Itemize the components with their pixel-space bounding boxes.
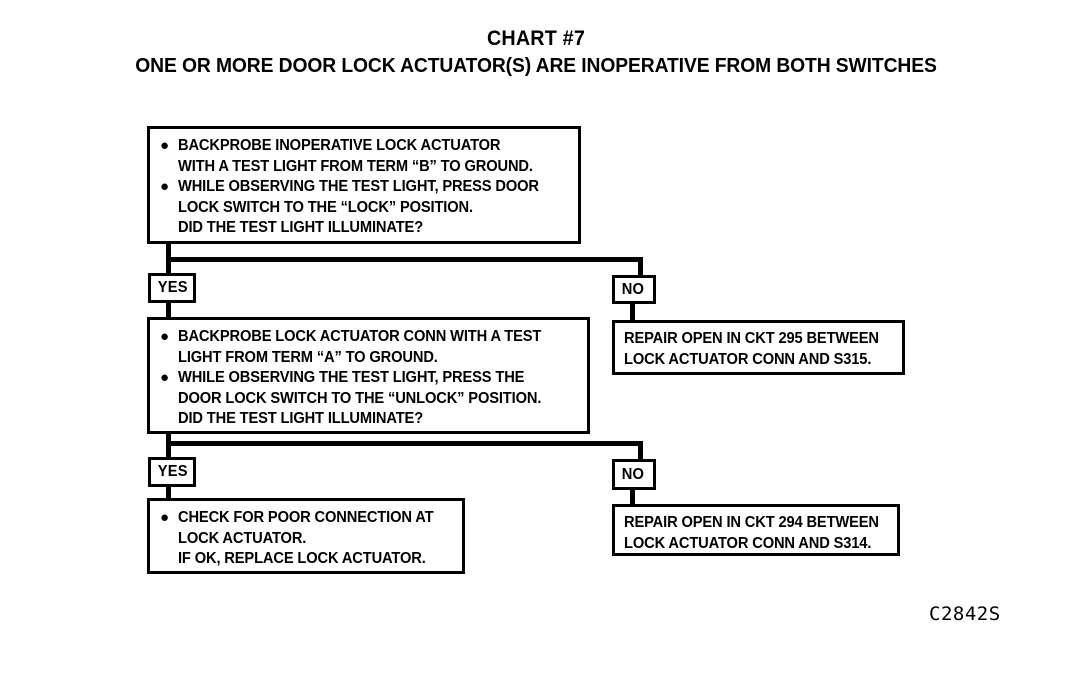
step2-text-4: DID THE TEST LIGHT ILLUMINATE? [178, 410, 424, 427]
step1-text-2: WHILE OBSERVING THE TEST LIGHT, PRESS DO… [178, 178, 539, 195]
branch-no-1-label: NO [621, 280, 645, 298]
repair-294-content: REPAIR OPEN IN CKT 294 BETWEEN LOCK ACTU… [615, 507, 897, 560]
step2-text-1: LIGHT FROM TERM “A” TO GROUND. [178, 348, 438, 366]
chart-code: C2842S [929, 603, 1001, 625]
connector-no1-drop [638, 257, 643, 277]
bullet-icon: ● [160, 369, 170, 386]
result-left-line-0: ● CHECK FOR POOR CONNECTION AT [158, 508, 456, 529]
connector-step1-bus [166, 257, 643, 262]
step1-text-1: WITH A TEST LIGHT FROM TERM “B” TO GROUN… [178, 157, 533, 175]
step1-content: ● BACKPROBE INOPERATIVE LOCK ACTUATOR WI… [150, 129, 578, 245]
connector-step1-stub [166, 244, 171, 262]
step2-line-1: LIGHT FROM TERM “A” TO GROUND. [158, 348, 581, 369]
connector-yes1-drop [166, 257, 171, 275]
bullet-spacer [158, 389, 178, 410]
branch-yes-2-label: YES [157, 463, 188, 480]
step1-text-0: BACKPROBE INOPERATIVE LOCK ACTUATOR [178, 137, 501, 154]
step1-line-2: ● WHILE OBSERVING THE TEST LIGHT, PRESS … [158, 177, 572, 198]
repair-295-content: REPAIR OPEN IN CKT 295 BETWEEN LOCK ACTU… [615, 323, 902, 376]
connector-no2-drop [638, 441, 643, 461]
step2-line-4: DID THE TEST LIGHT ILLUMINATE? [158, 409, 581, 430]
connector-no1-to-repair295 [630, 304, 635, 320]
repair-294-box: REPAIR OPEN IN CKT 294 BETWEEN LOCK ACTU… [612, 504, 900, 556]
bullet-spacer [158, 348, 178, 369]
step1-line-4: DID THE TEST LIGHT ILLUMINATE? [158, 218, 572, 239]
branch-no-1[interactable]: NO [612, 275, 656, 304]
step2-text-3: DOOR LOCK SWITCH TO THE “UNLOCK” POSITIO… [178, 389, 542, 407]
repair-295-box: REPAIR OPEN IN CKT 295 BETWEEN LOCK ACTU… [612, 320, 905, 375]
bullet-spacer [158, 198, 178, 219]
repair-294-text-1: LOCK ACTUATOR CONN AND S314. [624, 534, 872, 552]
connector-yes1-to-step2 [166, 303, 171, 318]
step2-line-3: DOOR LOCK SWITCH TO THE “UNLOCK” POSITIO… [158, 389, 581, 410]
result-left-line-1: LOCK ACTUATOR. [158, 529, 456, 550]
connector-yes2-to-result [166, 487, 171, 500]
bullet-icon: ● [160, 178, 170, 195]
connector-step2-stub [166, 434, 171, 446]
step1-line-3: LOCK SWITCH TO THE “LOCK” POSITION. [158, 198, 572, 219]
branch-yes-1-label: YES [157, 279, 188, 296]
bullet-icon: ● [160, 137, 170, 154]
step1-line-1: WITH A TEST LIGHT FROM TERM “B” TO GROUN… [158, 157, 572, 178]
chart-heading: CHART #7 ONE OR MORE DOOR LOCK ACTUATOR(… [0, 26, 1072, 79]
bullet-spacer [158, 409, 178, 430]
bullet-icon: ● [160, 509, 170, 526]
repair-295-text-1: LOCK ACTUATOR CONN AND S315. [624, 350, 872, 368]
repair-295-line-1: LOCK ACTUATOR CONN AND S315. [624, 350, 896, 371]
step2-box: ● BACKPROBE LOCK ACTUATOR CONN WITH A TE… [147, 317, 590, 434]
step2-line-2: ● WHILE OBSERVING THE TEST LIGHT, PRESS … [158, 368, 581, 389]
result-left-text-2: IF OK, REPLACE LOCK ACTUATOR. [178, 550, 426, 567]
repair-295-line-0: REPAIR OPEN IN CKT 295 BETWEEN [624, 329, 896, 350]
result-left-text-0: CHECK FOR POOR CONNECTION AT [178, 509, 434, 526]
connector-yes2-drop [166, 441, 171, 459]
step2-text-0: BACKPROBE LOCK ACTUATOR CONN WITH A TEST [178, 328, 542, 345]
step1-box: ● BACKPROBE INOPERATIVE LOCK ACTUATOR WI… [147, 126, 581, 244]
result-left-box: ● CHECK FOR POOR CONNECTION AT LOCK ACTU… [147, 498, 465, 574]
bullet-spacer [158, 529, 178, 550]
bullet-icon: ● [160, 328, 170, 345]
result-left-content: ● CHECK FOR POOR CONNECTION AT LOCK ACTU… [150, 501, 462, 576]
chart-subtitle: ONE OR MORE DOOR LOCK ACTUATOR(S) ARE IN… [135, 54, 937, 77]
step2-line-0: ● BACKPROBE LOCK ACTUATOR CONN WITH A TE… [158, 327, 581, 348]
branch-yes-2[interactable]: YES [148, 457, 196, 487]
bullet-spacer [158, 157, 178, 178]
step1-text-3: LOCK SWITCH TO THE “LOCK” POSITION. [178, 198, 473, 216]
step1-text-4: DID THE TEST LIGHT ILLUMINATE? [178, 219, 424, 236]
connector-step2-bus [166, 441, 643, 446]
repair-294-line-0: REPAIR OPEN IN CKT 294 BETWEEN [624, 513, 891, 534]
chart-title: CHART #7 [486, 27, 586, 50]
bullet-spacer [158, 549, 178, 570]
step1-line-0: ● BACKPROBE INOPERATIVE LOCK ACTUATOR [158, 136, 572, 157]
step2-content: ● BACKPROBE LOCK ACTUATOR CONN WITH A TE… [150, 320, 587, 436]
branch-yes-1[interactable]: YES [148, 273, 196, 303]
branch-no-2-label: NO [621, 465, 645, 483]
bullet-spacer [158, 218, 178, 239]
repair-294-line-1: LOCK ACTUATOR CONN AND S314. [624, 534, 891, 555]
step2-text-2: WHILE OBSERVING THE TEST LIGHT, PRESS TH… [178, 369, 525, 386]
branch-no-2[interactable]: NO [612, 459, 656, 490]
connector-no2-to-repair294 [630, 490, 635, 504]
result-left-line-2: IF OK, REPLACE LOCK ACTUATOR. [158, 549, 456, 570]
repair-294-text-0: REPAIR OPEN IN CKT 294 BETWEEN [624, 514, 879, 531]
result-left-text-1: LOCK ACTUATOR. [178, 529, 307, 547]
repair-295-text-0: REPAIR OPEN IN CKT 295 BETWEEN [624, 330, 879, 347]
